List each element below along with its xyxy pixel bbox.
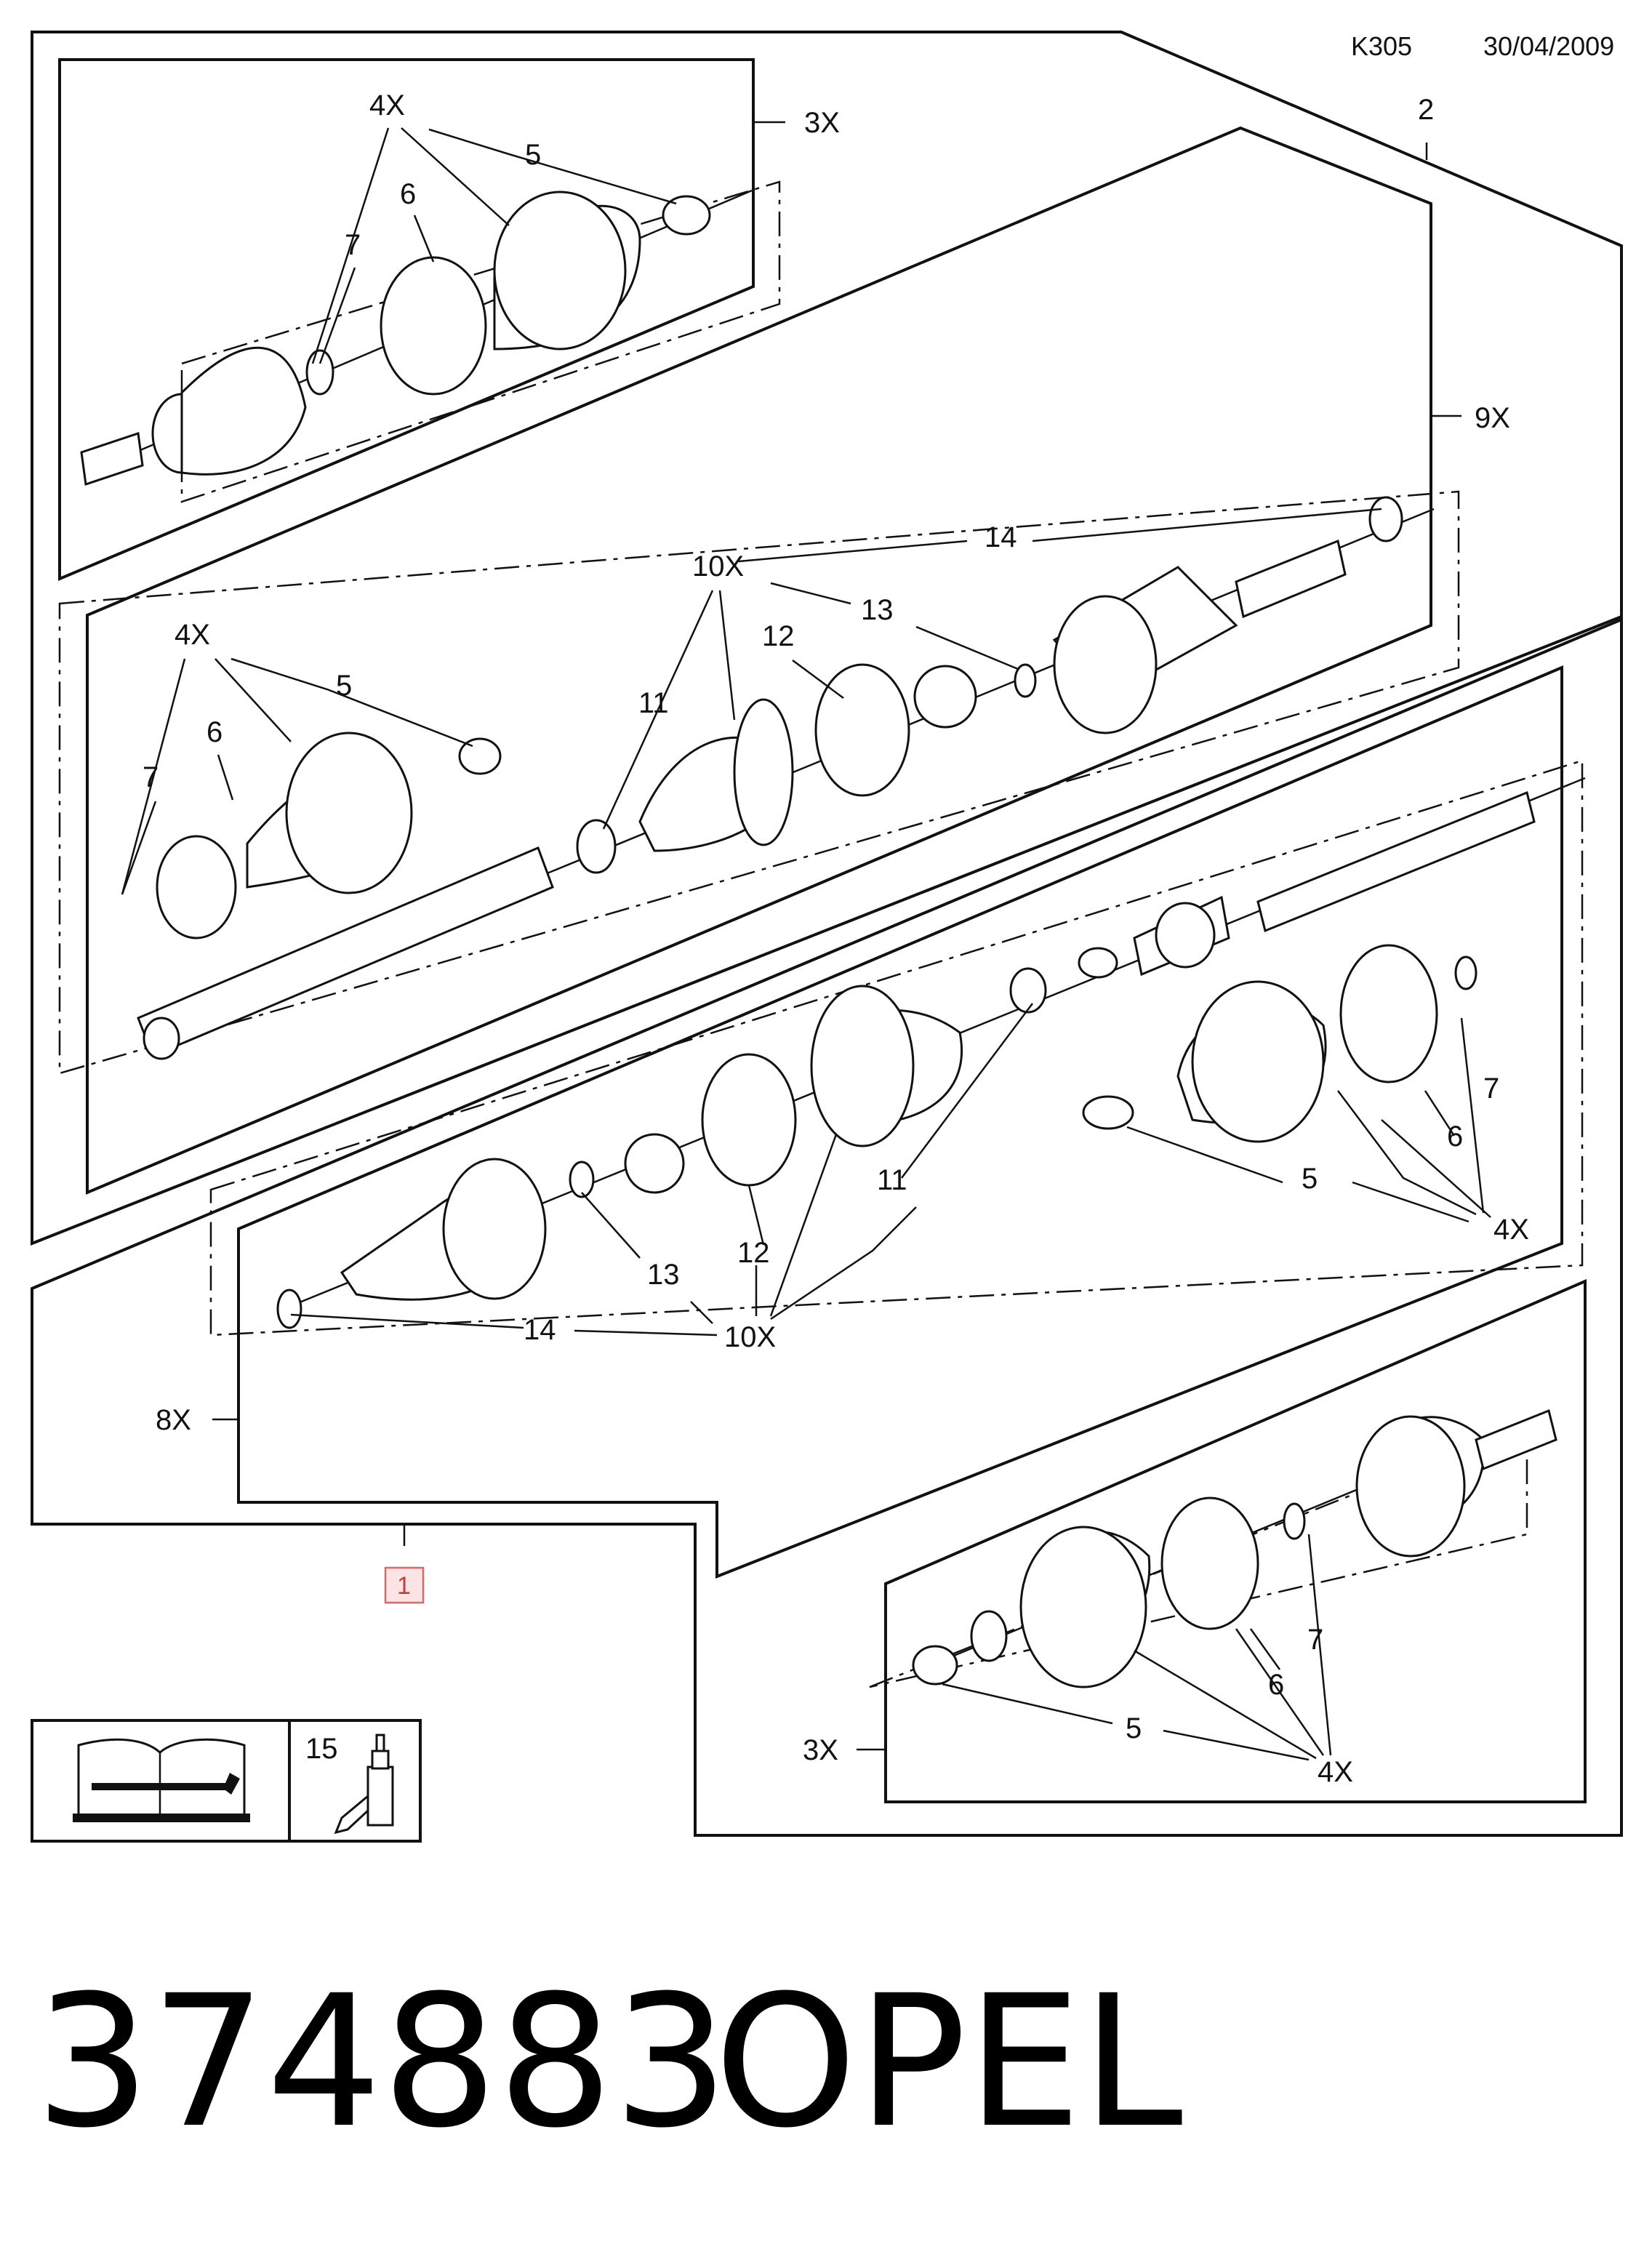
- reference-label-1: 1: [397, 1572, 411, 1600]
- right-shaft-frame: [86, 126, 1432, 1195]
- callout-ls-inner-14: 14: [524, 1314, 556, 1346]
- callout-ls-outer-7: 7: [1483, 1073, 1499, 1105]
- callout-rs-inner-14: 14: [985, 521, 1017, 553]
- callout-ls-inner-10x: 10X: [724, 1321, 776, 1353]
- header-code: K305: [1351, 31, 1412, 61]
- bottom-right-parts: [912, 1408, 1557, 1688]
- callout-top-left-4x: 4X: [369, 89, 405, 121]
- grease-tube-icon: [334, 1734, 394, 1835]
- footer-part-number: 374883: [35, 1956, 729, 2168]
- outline-item-1: [31, 617, 1623, 1837]
- left-shaft-parts: [276, 777, 1586, 1329]
- callout-rs-outer-4x: 4X: [175, 619, 210, 651]
- callout-br-4x: 4X: [1318, 1756, 1353, 1788]
- callout-top-left-5: 5: [525, 139, 541, 171]
- top-left-group-frame: [58, 58, 755, 582]
- right-shaft-parts: [137, 496, 1435, 1060]
- header-date: 30/04/2009: [1483, 31, 1614, 61]
- left-shaft-frame: [237, 665, 1563, 1579]
- callout-ls-outer-5: 5: [1302, 1163, 1318, 1195]
- top-left-parts: [80, 189, 753, 486]
- callout-ls-outer-4x: 4X: [1493, 1214, 1529, 1246]
- item-2: 2: [1418, 94, 1434, 126]
- reference-box-1: [384, 1566, 425, 1604]
- callout-ls-inner-13: 13: [647, 1259, 680, 1291]
- callout-rs-inner-13: 13: [861, 594, 894, 626]
- callout-br-5: 5: [1126, 1712, 1142, 1744]
- callout-ls-inner-12: 12: [737, 1237, 770, 1269]
- qty-right-shaft: 9X: [1475, 402, 1510, 434]
- tool-box: [31, 1719, 422, 1843]
- footer-brand: OPEL: [714, 1956, 1183, 2168]
- qty-left-shaft: 8X: [156, 1404, 191, 1436]
- outline-item-2: [31, 31, 1623, 1246]
- callout-ls-inner-11: 11: [877, 1164, 907, 1196]
- callout-rs-inner-10x: 10X: [692, 550, 744, 582]
- callout-rs-outer-6: 6: [206, 716, 222, 748]
- callout-rs-outer-5: 5: [336, 670, 352, 702]
- qty-top-left: 3X: [804, 107, 840, 139]
- callout-rs-inner-11: 11: [638, 687, 669, 719]
- bottom-right-group-frame: [884, 1278, 1587, 1803]
- qty-bottom-right: 3X: [803, 1734, 838, 1766]
- callout-ls-outer-6: 6: [1447, 1121, 1463, 1153]
- callout-top-left-6: 6: [400, 178, 416, 210]
- callout-rs-inner-12: 12: [762, 620, 795, 652]
- repair-manual-icon: [73, 1738, 250, 1822]
- tool-item-number: 15: [305, 1733, 338, 1765]
